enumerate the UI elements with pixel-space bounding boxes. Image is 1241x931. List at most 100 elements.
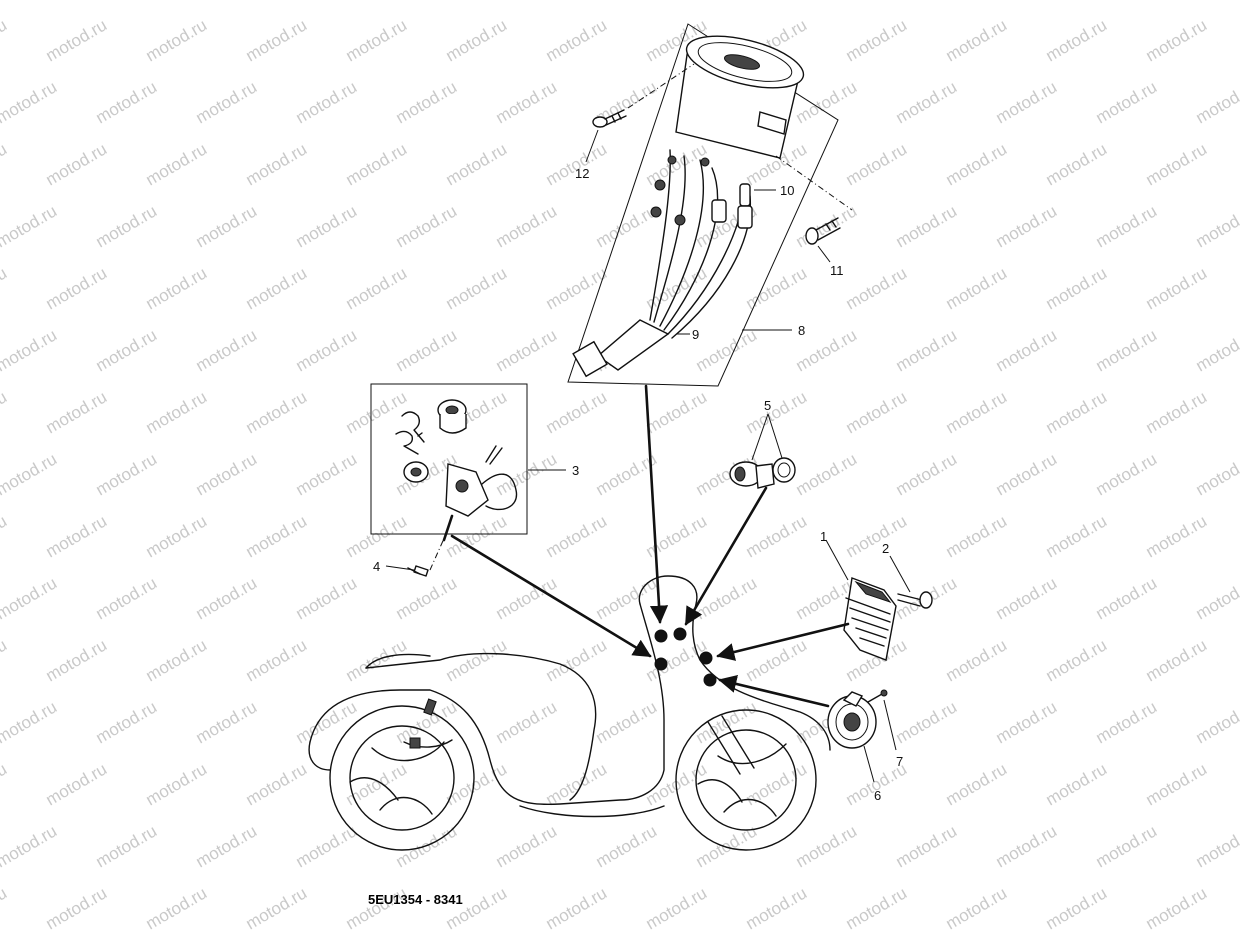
watermark-text: motod.ru <box>493 201 561 251</box>
location-arrows <box>450 384 850 708</box>
watermark-text: motod.ru <box>193 573 261 623</box>
watermark-text: motod.ru <box>293 697 361 747</box>
watermark-text: motod.ru <box>0 0 60 3</box>
watermark-text: motod.ru <box>593 0 661 3</box>
watermark-text: motod.ru <box>1193 449 1241 499</box>
callout-6: 6 <box>874 788 881 803</box>
callout-4: 4 <box>373 559 380 574</box>
watermark-text: motod.ru <box>1193 697 1241 747</box>
watermark-text: motod.ru <box>143 759 211 809</box>
watermark-text: motod.ru <box>1093 77 1161 127</box>
watermark-text: motod.ru <box>793 0 861 3</box>
watermark-text: motod.ru <box>193 201 261 251</box>
watermark-text: motod.ru <box>0 201 60 251</box>
callout-3: 3 <box>572 463 579 478</box>
watermark-text: motod.ru <box>393 77 461 127</box>
watermark-text: motod.ru <box>1043 759 1111 809</box>
watermark-text: motod.ru <box>743 387 811 437</box>
watermark-text: motod.ru <box>493 325 561 375</box>
watermark-text: motod.ru <box>143 883 211 931</box>
watermark-text: motod.ru <box>543 387 611 437</box>
watermark-text: motod.ru <box>1143 15 1211 65</box>
watermark-text: motod.ru <box>0 325 60 375</box>
watermark-text: motod.ru <box>443 139 511 189</box>
watermark-text: motod.ru <box>443 15 511 65</box>
watermark-text: motod.ru <box>293 821 361 871</box>
watermark-text: motod.ru <box>793 77 861 127</box>
watermark-text: motod.ru <box>843 883 911 931</box>
watermark-text: motod.ru <box>0 387 10 437</box>
meter-assembly-icon <box>567 23 853 387</box>
arrow-horn <box>718 674 830 708</box>
watermark-text: motod.ru <box>943 883 1011 931</box>
watermark-text: motod.ru <box>43 15 111 65</box>
watermark-text: motod.ru <box>993 201 1061 251</box>
watermark-text: motod.ru <box>743 511 811 561</box>
watermark-text: motod.ru <box>93 77 161 127</box>
watermark-text: motod.ru <box>393 573 461 623</box>
watermark-text: motod.ru <box>43 387 111 437</box>
watermark-text: motod.ru <box>1093 325 1161 375</box>
watermark-text: motod.ru <box>943 15 1011 65</box>
watermark-text: motod.ru <box>993 573 1061 623</box>
watermark-text: motod.ru <box>1043 139 1111 189</box>
rectifier-regulator-icon <box>843 577 897 661</box>
diagram-code: 5EU1354 - 8341 <box>368 892 463 907</box>
watermark-text: motod.ru <box>893 697 961 747</box>
watermark-text: motod.ru <box>1143 139 1211 189</box>
watermark-text: motod.ru <box>1093 697 1161 747</box>
mount-points <box>654 627 717 687</box>
watermark-text: motod.ru <box>793 201 861 251</box>
watermark-text: motod.ru <box>343 759 411 809</box>
watermark-text: motod.ru <box>0 77 60 127</box>
arrow-meter <box>644 384 669 624</box>
watermark-text: motod.ru <box>143 511 211 561</box>
watermark-text: motod.ru <box>643 387 711 437</box>
watermark-text: motod.ru <box>293 77 361 127</box>
watermark-text: motod.ru <box>993 325 1061 375</box>
watermark-text: motod.ru <box>1143 759 1211 809</box>
watermark-text: motod.ru <box>343 883 411 931</box>
watermark-text: motod.ru <box>43 263 111 313</box>
arrow-main-switch <box>450 534 652 658</box>
watermark-text: motod.ru <box>143 635 211 685</box>
watermark-text: motod.ru <box>843 15 911 65</box>
watermark-text: motod.ru <box>1093 0 1161 3</box>
watermark-text: motod.ru <box>843 139 911 189</box>
watermark-text: motod.ru <box>193 77 261 127</box>
callout-8: 8 <box>798 323 805 338</box>
watermark-text: motod.ru <box>443 883 511 931</box>
watermark-text: motod.ru <box>143 263 211 313</box>
watermark-text: motod.ru <box>293 0 361 3</box>
watermark-text: motod.ru <box>843 387 911 437</box>
watermark-text: motod.ru <box>193 325 261 375</box>
watermark-text: motod.ru <box>1043 15 1111 65</box>
watermark-text: motod.ru <box>543 883 611 931</box>
watermark-text: motod.ru <box>43 759 111 809</box>
watermark-text: motod.ru <box>0 573 60 623</box>
watermark-text: motod.ru <box>893 449 961 499</box>
watermark-text: motod.ru <box>643 883 711 931</box>
watermark-text: motod.ru <box>343 511 411 561</box>
watermark-text: motod.ru <box>443 635 511 685</box>
watermark-text: motod.ru <box>1193 0 1241 3</box>
watermark-text: motod.ru <box>243 139 311 189</box>
mount-point <box>699 651 713 665</box>
watermark-text: motod.ru <box>1143 883 1211 931</box>
watermark-text: motod.ru <box>593 821 661 871</box>
watermark-text: motod.ru <box>893 201 961 251</box>
watermark-text: motod.ru <box>0 821 60 871</box>
watermark-text: motod.ru <box>993 449 1061 499</box>
watermark-text: motod.ru <box>943 759 1011 809</box>
watermark-text: motod.ru <box>893 0 961 3</box>
callout-12: 12 <box>575 166 589 181</box>
mount-point <box>654 629 668 643</box>
watermark-text: motod.ru <box>943 139 1011 189</box>
watermark-text: motod.ru <box>543 139 611 189</box>
watermark-text: motod.ru <box>643 139 711 189</box>
watermark-text: motod.ru <box>193 0 261 3</box>
watermark-text: motod.ru <box>543 263 611 313</box>
watermark-text: motod.ru <box>1093 201 1161 251</box>
callout-11: 11 <box>830 263 844 278</box>
